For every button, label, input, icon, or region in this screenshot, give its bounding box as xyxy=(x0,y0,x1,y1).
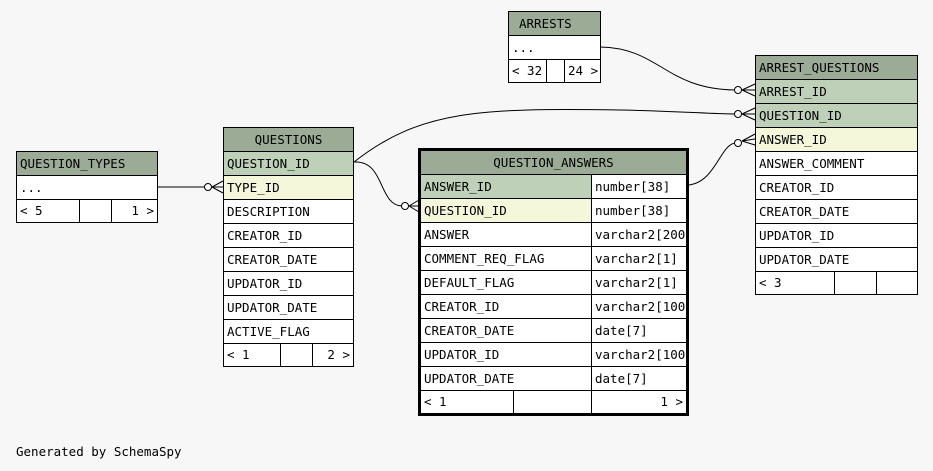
column-name: ACTIVE_FLAG xyxy=(227,324,310,339)
column-name: CREATOR_DATE xyxy=(227,252,318,267)
column-name: COMMENT_REQ_FLAG xyxy=(424,251,545,266)
row-ellipsis: ... xyxy=(20,180,43,195)
column-name: UPDATOR_DATE xyxy=(227,300,318,315)
column-name: QUESTION_ID xyxy=(759,108,842,123)
table-row: CREATOR_ID xyxy=(224,224,353,248)
column-type: varchar2[100] xyxy=(591,343,686,366)
column-name: QUESTION_ID xyxy=(421,199,591,222)
relation-arrests-arrest-questions xyxy=(599,46,736,91)
column-name: QUESTION_ID xyxy=(227,156,310,171)
column-name: CREATOR_DATE xyxy=(424,323,515,338)
relation-answers-arrest-questions xyxy=(687,142,736,186)
column-name: UPDATOR_DATE xyxy=(424,371,515,386)
footer-spacer xyxy=(834,272,876,294)
column-type: date[7] xyxy=(591,319,686,342)
column-type: varchar2[200] xyxy=(591,223,686,246)
table-questions[interactable]: QUESTIONS QUESTION_ID TYPE_ID DESCRIPTIO… xyxy=(223,127,354,367)
footer-spacer xyxy=(280,344,312,366)
column-name: ANSWER_COMMENT xyxy=(759,156,865,171)
column-name: UPDATOR_ID xyxy=(227,276,303,291)
parents-count[interactable]: < 1 xyxy=(227,347,250,362)
row-ellipsis: ... xyxy=(512,40,535,55)
generated-by-label: Generated by SchemaSpy xyxy=(16,444,182,459)
relation-questions-arrest-questions xyxy=(353,109,736,163)
table-row: UPDATOR_ID xyxy=(224,272,353,296)
column-name: DEFAULT_FLAG xyxy=(424,275,515,290)
table-footer: < 32 24 > xyxy=(509,60,600,82)
table-arrest-questions[interactable]: ARREST_QUESTIONS ARREST_ID QUESTION_ID A… xyxy=(755,55,918,295)
table-row: QUESTION_ID xyxy=(224,152,353,176)
table-row: QUESTION_ID xyxy=(756,104,917,128)
column-type: varchar2[100] xyxy=(591,295,686,318)
column-name: ANSWER_ID xyxy=(421,175,591,198)
column-type: number[38] xyxy=(591,175,686,198)
table-footer: < 1 2 > xyxy=(224,344,353,366)
column-name: ANSWER xyxy=(424,227,470,242)
table-row: CREATOR_DATE xyxy=(224,248,353,272)
column-name: ANSWER_ID xyxy=(759,132,827,147)
table-row: ACTIVE_FLAG xyxy=(224,320,353,344)
table-row: CREATOR_ID varchar2[100] xyxy=(421,295,686,319)
column-type: number[38] xyxy=(591,199,686,222)
column-name: CREATOR_ID xyxy=(424,299,500,314)
table-footer: < 5 1 > xyxy=(17,200,157,222)
column-type: date[7] xyxy=(591,367,686,390)
relation-questions-answers xyxy=(353,161,403,207)
column-type: varchar2[1] xyxy=(591,247,686,270)
table-row: UPDATOR_DATE xyxy=(756,248,917,272)
footer-spacer xyxy=(513,391,591,413)
table-question-answers[interactable]: QUESTION_ANSWERS ANSWER_ID number[38] QU… xyxy=(418,148,689,416)
column-name: TYPE_ID xyxy=(227,180,280,195)
table-row: UPDATOR_DATE xyxy=(224,296,353,320)
parents-count[interactable]: < 32 xyxy=(512,63,543,78)
table-row: ... xyxy=(509,36,600,60)
table-footer: < 3 xyxy=(756,272,917,294)
column-name: UPDATOR_DATE xyxy=(759,252,850,267)
table-header[interactable]: QUESTIONS xyxy=(224,128,353,152)
table-header[interactable]: ARRESTS xyxy=(509,12,600,36)
table-row: CREATOR_DATE date[7] xyxy=(421,319,686,343)
parents-count[interactable]: < 5 xyxy=(20,203,43,218)
column-name: CREATOR_ID xyxy=(227,228,303,243)
column-name: UPDATOR_ID xyxy=(424,347,500,362)
children-count[interactable]: 2 > xyxy=(312,344,353,366)
table-row: ANSWER varchar2[200] xyxy=(421,223,686,247)
table-row: CREATOR_ID xyxy=(756,176,917,200)
table-row: TYPE_ID xyxy=(224,176,353,200)
table-row: QUESTION_ID number[38] xyxy=(421,199,686,223)
parents-count[interactable]: < 1 xyxy=(424,394,447,409)
footer-spacer xyxy=(876,272,917,294)
table-header[interactable]: QUESTION_ANSWERS xyxy=(421,151,686,175)
table-header[interactable]: ARREST_QUESTIONS xyxy=(756,56,917,80)
column-name: DESCRIPTION xyxy=(227,204,310,219)
column-name: CREATOR_DATE xyxy=(759,204,850,219)
column-name: CREATOR_ID xyxy=(759,180,835,195)
table-row: CREATOR_DATE xyxy=(756,200,917,224)
table-row: DESCRIPTION xyxy=(224,200,353,224)
children-count[interactable]: 1 > xyxy=(111,200,157,222)
column-name: ARREST_ID xyxy=(759,84,827,99)
table-footer: < 1 1 > xyxy=(421,391,686,413)
table-row: DEFAULT_FLAG varchar2[1] xyxy=(421,271,686,295)
footer-spacer xyxy=(79,200,111,222)
table-row: UPDATOR_ID xyxy=(756,224,917,248)
children-count[interactable]: 1 > xyxy=(591,391,686,413)
table-row: ... xyxy=(17,176,157,200)
children-count[interactable]: 24 > xyxy=(564,60,600,82)
table-row: ANSWER_ID xyxy=(756,128,917,152)
table-row: ANSWER_ID number[38] xyxy=(421,175,686,199)
column-name: UPDATOR_ID xyxy=(759,228,835,243)
table-row: UPDATOR_DATE date[7] xyxy=(421,367,686,391)
table-question-types[interactable]: QUESTION_TYPES ... < 5 1 > xyxy=(16,151,158,223)
parents-count[interactable]: < 3 xyxy=(759,275,782,290)
footer-spacer xyxy=(546,60,564,82)
column-type: varchar2[1] xyxy=(591,271,686,294)
table-header[interactable]: QUESTION_TYPES xyxy=(17,152,157,176)
table-arrests[interactable]: ARRESTS ... < 32 24 > xyxy=(508,11,601,83)
table-row: UPDATOR_ID varchar2[100] xyxy=(421,343,686,367)
table-row: COMMENT_REQ_FLAG varchar2[1] xyxy=(421,247,686,271)
table-row: ANSWER_COMMENT xyxy=(756,152,917,176)
table-row: ARREST_ID xyxy=(756,80,917,104)
